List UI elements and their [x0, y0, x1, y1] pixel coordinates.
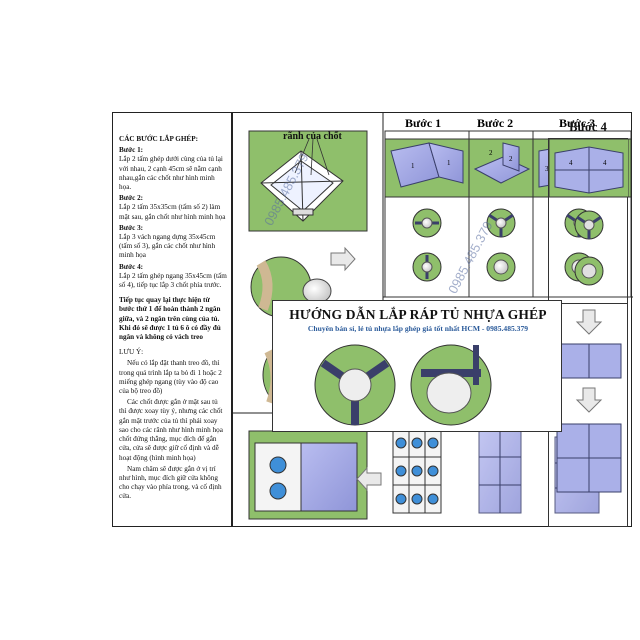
right-progress-diagram — [556, 309, 622, 493]
step1-text: Lắp 2 tấm ghép dưới cùng của tủ lại với … — [119, 155, 223, 192]
instructions-heading: CÁC BƯỚC LẮP GHÉP: — [119, 135, 198, 143]
arrow-left-icon — [356, 466, 382, 492]
step2-panels — [473, 142, 531, 184]
cabinet-doraemon — [392, 428, 442, 514]
step3-box — [532, 130, 632, 298]
note-1: Nếu có lắp đặt thanh treo đồ, thì trong … — [119, 359, 222, 396]
step2-text: Lắp 2 tấm 35x35cm (tấm số 2) làm mặt sau… — [119, 203, 226, 221]
right-progress — [548, 304, 628, 527]
finished-cabinet — [254, 442, 358, 512]
panel-number-3a: 3 — [545, 165, 549, 173]
step1-title: Bước 1 — [405, 116, 441, 130]
detail-label: rãnh của chốt — [283, 131, 343, 142]
arrow-down-icon-3 — [575, 387, 603, 413]
guide-title: HƯỚNG DẪN LẮP RÁP TỦ NHỰA GHÉP — [289, 307, 547, 322]
step4-text: Lắp 2 tấm ghép ngang 35x45cm (tấm số 4),… — [119, 271, 227, 290]
guide-subtitle: Chuyên bán sỉ, lẻ tủ nhựa lắp ghép giá t… — [307, 324, 529, 333]
panel-number-1b: 1 — [447, 159, 451, 167]
arrow-down-icon-2 — [575, 309, 603, 335]
panel-number-4b: 4 — [603, 159, 607, 167]
step1-panels — [390, 142, 464, 188]
center-zoom-diagrams — [314, 344, 492, 426]
step4-diagram: 4 4 — [548, 138, 630, 286]
instructions-panel: CÁC BƯỚC LẮP GHÉP: Bước 1: Lắp 2 tấm ghé… — [112, 112, 232, 527]
panel-number-2b: 2 — [509, 155, 513, 163]
note-2: Các chốt được gắn ở mặt sau tủ thì được … — [119, 398, 223, 462]
step2-zoom — [486, 208, 516, 282]
cabinet-frame-a — [478, 428, 522, 514]
continue-text: Tiếp tục quay lại thực hiện từ bước thứ … — [119, 296, 221, 342]
step3-title: Bước 3 — [559, 116, 595, 130]
step2-label: Bước 2: — [119, 194, 144, 203]
step1-label: Bước 1: — [119, 146, 144, 155]
panel-number-4a: 4 — [569, 159, 573, 167]
step3-label: Bước 3: — [119, 223, 144, 232]
panel-number-1: 1 — [411, 162, 415, 170]
step2-title: Bước 2 — [477, 116, 513, 130]
panel-number-2: 2 — [489, 149, 493, 157]
step4-panel-box: 4 4 — [548, 138, 630, 304]
step3-text: Lắp 3 vách ngang dựng 35x45cm (tấm số 3)… — [119, 233, 216, 260]
connector-detail — [260, 138, 344, 222]
step4-title: Bước 4 — [569, 120, 607, 134]
note-label: LƯU Ý: — [119, 348, 144, 357]
center-title-box: HƯỚNG DẪN LẮP RÁP TỦ NHỰA GHÉP Chuyên bá… — [272, 300, 562, 432]
arrow-right-icon — [330, 246, 356, 272]
step1-zoom — [412, 208, 442, 282]
step4-label: Bước 4: — [119, 262, 144, 271]
note-3: Nam châm sẽ được gắn ở vị trí như hình, … — [119, 464, 222, 501]
